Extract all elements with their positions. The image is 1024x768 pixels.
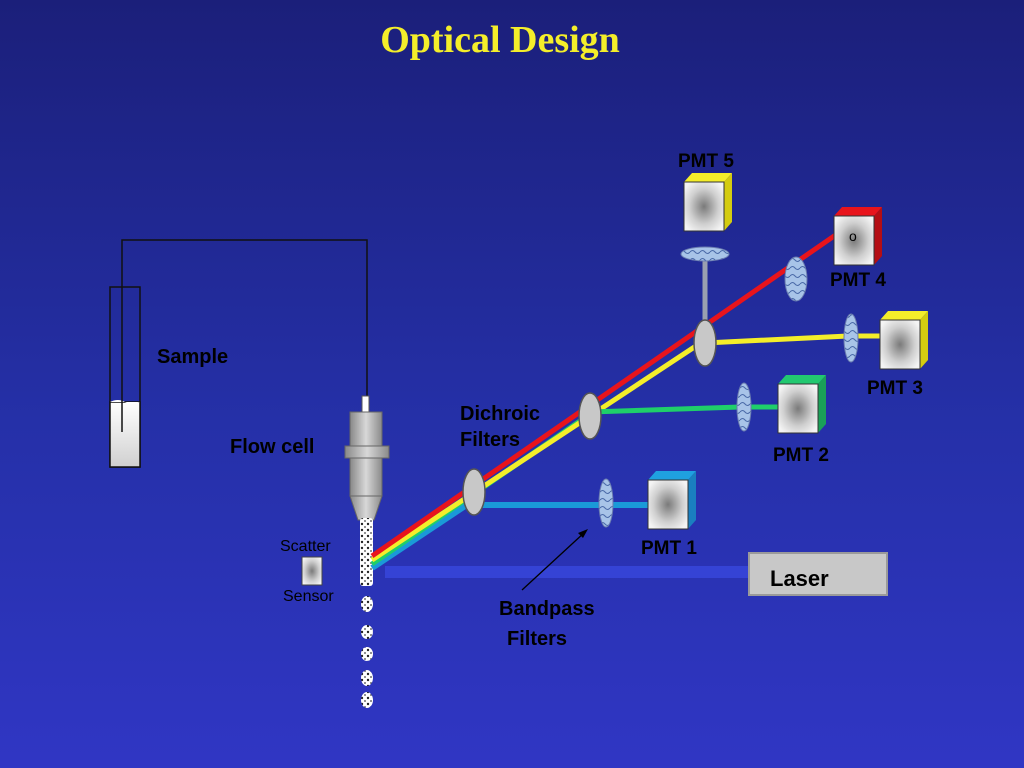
pmt3-detector bbox=[879, 311, 928, 370]
bandpass-filter-3 bbox=[843, 313, 859, 363]
scatter-label: Scatter bbox=[280, 538, 331, 555]
beam-pmt3 bbox=[704, 333, 849, 346]
bandpass-label-1: Bandpass bbox=[499, 598, 595, 620]
bandpass-filter-5 bbox=[680, 246, 730, 262]
flow-cell bbox=[344, 395, 390, 521]
dichroic-label-1: Dichroic bbox=[460, 403, 541, 425]
dichroic-filter-2 bbox=[578, 392, 602, 440]
laser-label: Laser bbox=[770, 566, 829, 591]
bandpass-filter-1 bbox=[598, 478, 614, 528]
laser-source: Laser bbox=[748, 552, 888, 596]
pmt2-label: PMT 2 bbox=[773, 445, 829, 466]
pmt4-mark: o bbox=[849, 228, 857, 244]
pmt1-detector bbox=[647, 471, 696, 530]
bandpass-arrow bbox=[521, 529, 588, 591]
flow-cell-label: Flow cell bbox=[230, 436, 315, 458]
bandpass-filter-4 bbox=[784, 256, 808, 302]
pmt5-label: PMT 5 bbox=[678, 151, 734, 172]
pmt4-detector bbox=[833, 207, 882, 266]
pmt3-label: PMT 3 bbox=[867, 378, 923, 399]
sample-tube bbox=[109, 286, 141, 468]
sample-line bbox=[121, 239, 368, 432]
page-title: Optical Design bbox=[380, 19, 620, 61]
pmt5-detector bbox=[683, 173, 732, 232]
pmt2-detector bbox=[777, 375, 826, 434]
beam-pmt2 bbox=[589, 404, 741, 415]
scatter-sensor bbox=[301, 556, 323, 586]
sensor-label: Sensor bbox=[283, 588, 334, 605]
dichroic-filter-1 bbox=[462, 468, 486, 516]
pmt1-label: PMT 1 bbox=[641, 538, 697, 559]
pmt4-label: PMT 4 bbox=[830, 270, 886, 291]
dichroic-label-2: Filters bbox=[460, 429, 521, 451]
dichroic-filter-3 bbox=[693, 319, 717, 367]
bandpass-label-2: Filters bbox=[507, 628, 568, 650]
particle-stream bbox=[360, 518, 373, 586]
sample-label: Sample bbox=[157, 346, 229, 368]
bandpass-filter-2 bbox=[736, 382, 752, 432]
particles bbox=[361, 596, 373, 708]
laser-beam bbox=[385, 566, 750, 578]
